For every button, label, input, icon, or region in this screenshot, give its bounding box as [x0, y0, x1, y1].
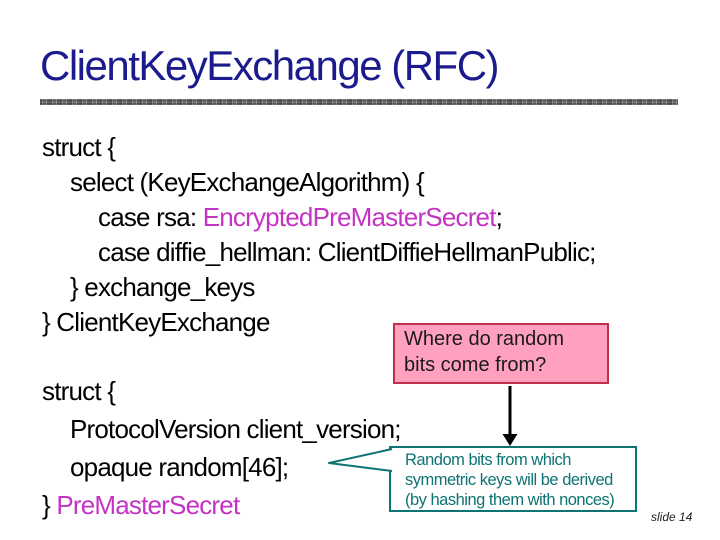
code-line: case diffie_hellman: ClientDiffieHellman…	[98, 237, 596, 267]
code-text: }	[42, 490, 57, 520]
code-line: } PreMasterSecret	[42, 486, 401, 524]
code-highlight: PreMasterSecret	[56, 490, 240, 520]
code-line: } exchange_keys	[70, 272, 255, 302]
answer-callout-line: symmetric keys will be derived	[405, 471, 613, 489]
title-divider	[40, 99, 678, 105]
code-block-clientkeyexchange: struct { select (KeyExchangeAlgorithm) {…	[42, 130, 596, 340]
code-line: ProtocolVersion client_version;	[70, 414, 402, 444]
question-callout-line: Where do random	[404, 328, 565, 350]
code-block-premastersecret: struct { ProtocolVersion client_version;…	[42, 372, 402, 524]
code-line: struct {	[42, 376, 116, 406]
question-callout-line: bits come from?	[404, 354, 547, 376]
code-line: opaque random[46];	[70, 452, 289, 482]
code-text: case rsa:	[98, 202, 203, 232]
question-callout-box: Where do random bits come from?	[393, 323, 609, 384]
code-highlight: EncryptedPreMasterSecret	[202, 202, 497, 232]
answer-callout-line: Random bits from which	[405, 451, 571, 469]
code-line: struct {	[42, 132, 116, 162]
slide-title: ClientKeyExchange (RFC)	[40, 42, 500, 89]
answer-callout-box: Random bits from which symmetric keys wi…	[389, 446, 637, 512]
code-text: ;	[495, 202, 503, 232]
code-line: select (KeyExchangeAlgorithm) {	[70, 167, 425, 197]
code-line: } ClientKeyExchange	[42, 307, 270, 337]
slide-number: slide 14	[651, 510, 693, 524]
answer-callout-line: (by hashing them with nonces)	[405, 491, 615, 509]
down-arrow-head-icon	[502, 434, 518, 446]
code-line: case rsa: EncryptedPreMasterSecret;	[42, 200, 596, 235]
